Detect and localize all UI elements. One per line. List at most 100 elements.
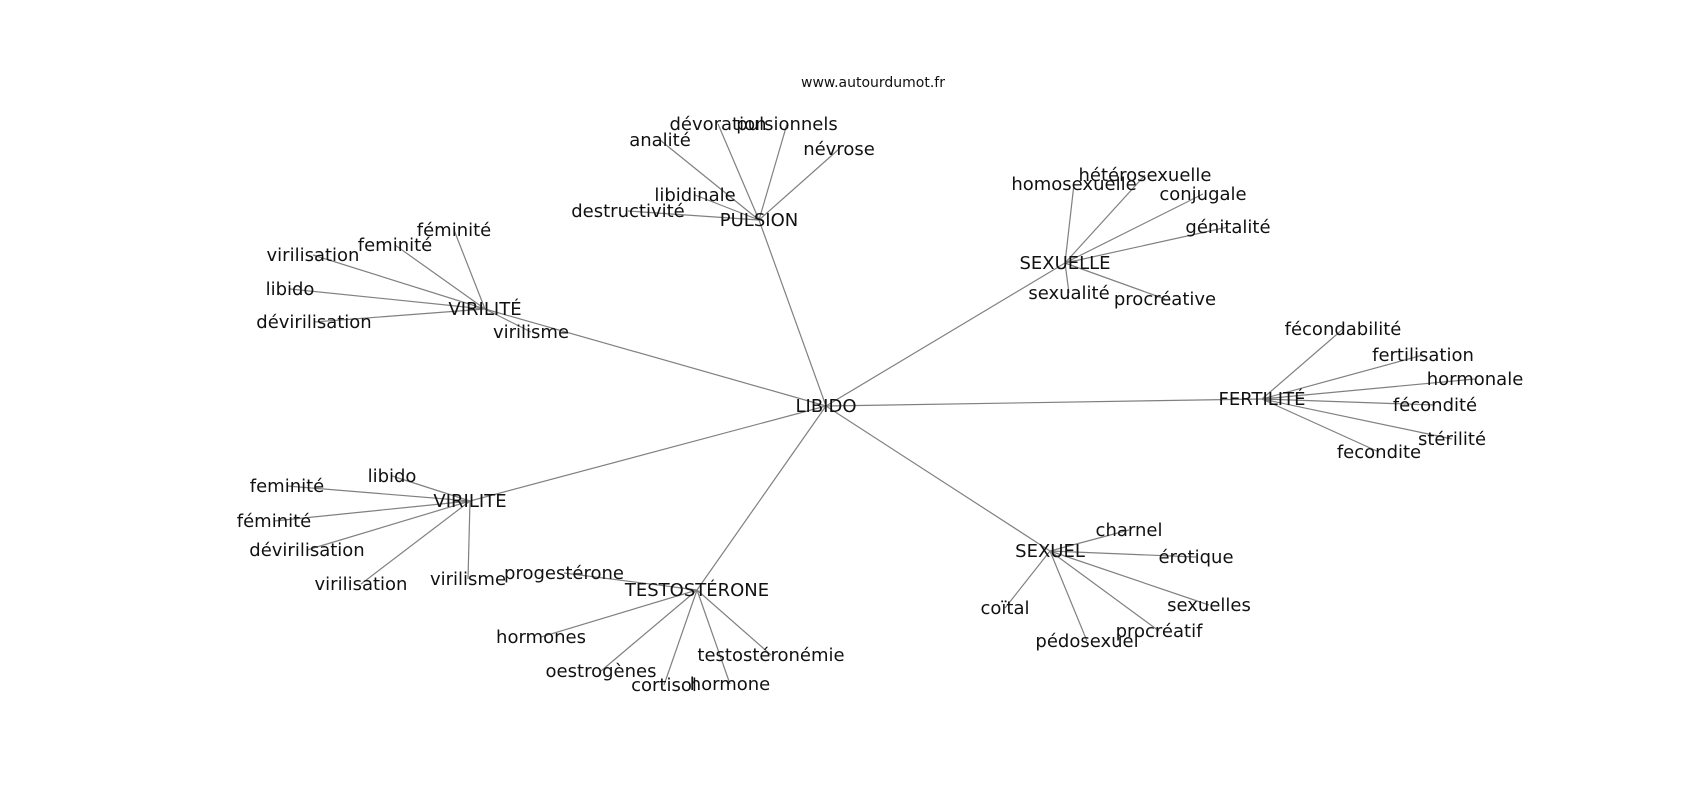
word-node-label: libido — [266, 279, 315, 300]
word-node-label: virilisme — [493, 322, 569, 343]
hub-word-edge — [1064, 262, 1166, 300]
hub-node-label: SEXUELLE — [1019, 253, 1110, 274]
word-node-label: homosexuelle — [1011, 174, 1136, 195]
hub-word-edge — [1049, 550, 1088, 642]
word-node-label: hormone — [690, 674, 771, 695]
word-node-label: hétérosexuelle — [1079, 165, 1212, 186]
hub-word-edge — [1064, 183, 1075, 264]
word-node-label: procréatif — [1116, 621, 1204, 642]
hub-word-edge — [663, 589, 698, 686]
word-node-label: virilisation — [267, 245, 360, 266]
word-node-label: cortisol — [631, 675, 697, 696]
word-node-label: pulsionnels — [736, 114, 838, 135]
word-node-label: dévirilisation — [249, 540, 364, 561]
center-hub-edge — [825, 398, 1263, 407]
word-node-label: destructivité — [571, 201, 684, 222]
hub-word-edge — [1261, 354, 1424, 400]
hub-word-edge — [286, 485, 471, 502]
hub-word-edge — [717, 123, 760, 221]
hub-word-edge — [1064, 193, 1204, 264]
center-hub-edge — [469, 405, 827, 502]
hub-word-edge — [1261, 328, 1344, 400]
hub-word-edge — [313, 308, 486, 323]
word-node-label: névrose — [803, 139, 875, 160]
word-node-label: hormonale — [1427, 369, 1524, 390]
word-node-label: dévoration — [669, 114, 766, 135]
hub-word-edge — [659, 139, 760, 221]
hub-word-edge — [1004, 550, 1051, 609]
hub-word-edge — [467, 500, 471, 580]
hub-word-edge — [312, 254, 486, 310]
word-node-label: libidinale — [654, 185, 735, 206]
edge-layer — [273, 123, 1476, 686]
word-node-label: féminité — [237, 511, 312, 532]
word-node-label: progestérone — [504, 563, 624, 584]
label-layer: LIBIDOPULSIONanalitédévorationpulsionnel… — [237, 114, 1524, 696]
word-node-label: dévirilisation — [256, 312, 371, 333]
word-node-label: génitalité — [1185, 217, 1270, 238]
hub-word-edge — [306, 500, 471, 551]
word-node-label: virilisation — [315, 574, 408, 595]
hub-word-edge — [600, 589, 698, 672]
hub-word-edge — [1049, 550, 1210, 606]
word-node-label: procréative — [1114, 289, 1216, 310]
center-hub-edge — [696, 405, 827, 591]
hub-word-edge — [1261, 398, 1453, 440]
word-node-label: coïtal — [981, 598, 1030, 619]
word-node-label: fécondabilité — [1285, 319, 1402, 340]
hub-word-edge — [696, 589, 731, 685]
word-node-label: féminité — [417, 220, 492, 241]
hub-word-edge — [696, 589, 772, 656]
hub-word-edge — [289, 288, 486, 310]
word-node-label: pédosexuel — [1035, 631, 1138, 652]
center-hub-edge — [758, 219, 827, 407]
center-hub-edge — [825, 405, 1051, 552]
hub-node-label: VIRILITÉ — [448, 298, 521, 320]
word-node-label: oestrogènes — [546, 661, 657, 682]
hub-word-edge — [1049, 550, 1197, 558]
hub-word-edge — [453, 229, 486, 310]
hub-word-edge — [563, 572, 698, 591]
hub-word-edge — [273, 500, 471, 522]
word-node-label: sexuelles — [1167, 595, 1251, 616]
hub-word-edge — [391, 475, 471, 502]
word-node-label: feminité — [358, 235, 433, 256]
hub-node-label: TESTOSTÉRONE — [624, 579, 769, 601]
hub-word-edge — [540, 589, 698, 638]
hub-node-label: PULSION — [720, 210, 798, 231]
hub-word-edge — [1049, 529, 1130, 552]
word-node-label: libido — [368, 466, 417, 487]
word-node-label: testostéronémie — [697, 645, 844, 666]
hub-node-label: SEXUEL — [1015, 541, 1085, 562]
hub-word-edge — [1261, 398, 1436, 406]
word-node-label: charnel — [1096, 520, 1163, 541]
hub-node-label: FERTILITÉ — [1219, 388, 1306, 410]
word-node-label: virilisme — [430, 569, 506, 590]
hub-word-edge — [627, 210, 760, 221]
hub-word-edge — [694, 194, 760, 221]
hub-word-edge — [484, 308, 532, 333]
word-node-label: érotique — [1158, 547, 1233, 568]
center-node-label: LIBIDO — [795, 396, 856, 417]
word-node-label: feminité — [250, 476, 325, 497]
hub-node-label: VIRILITE — [433, 491, 506, 512]
center-hub-edge — [825, 262, 1066, 407]
word-node-label: hormones — [496, 627, 586, 648]
word-node-label: sexualité — [1028, 283, 1109, 304]
hub-word-edge — [1049, 550, 1160, 632]
hub-word-edge — [1064, 226, 1229, 264]
hub-word-edge — [758, 123, 788, 221]
hub-word-edge — [758, 148, 840, 221]
hub-word-edge — [360, 500, 471, 585]
center-hub-edge — [484, 308, 827, 407]
word-node-label: fertilisation — [1372, 345, 1474, 366]
site-watermark: www.autourdumot.fr — [801, 75, 945, 91]
hub-word-edge — [1064, 174, 1146, 264]
word-node-label: conjugale — [1159, 184, 1246, 205]
word-node-label: fécondité — [1393, 395, 1477, 416]
hub-word-edge — [394, 244, 486, 310]
word-node-label: fecondite — [1337, 442, 1421, 463]
word-node-label: stérilité — [1418, 429, 1486, 450]
hub-word-edge — [1261, 378, 1476, 400]
